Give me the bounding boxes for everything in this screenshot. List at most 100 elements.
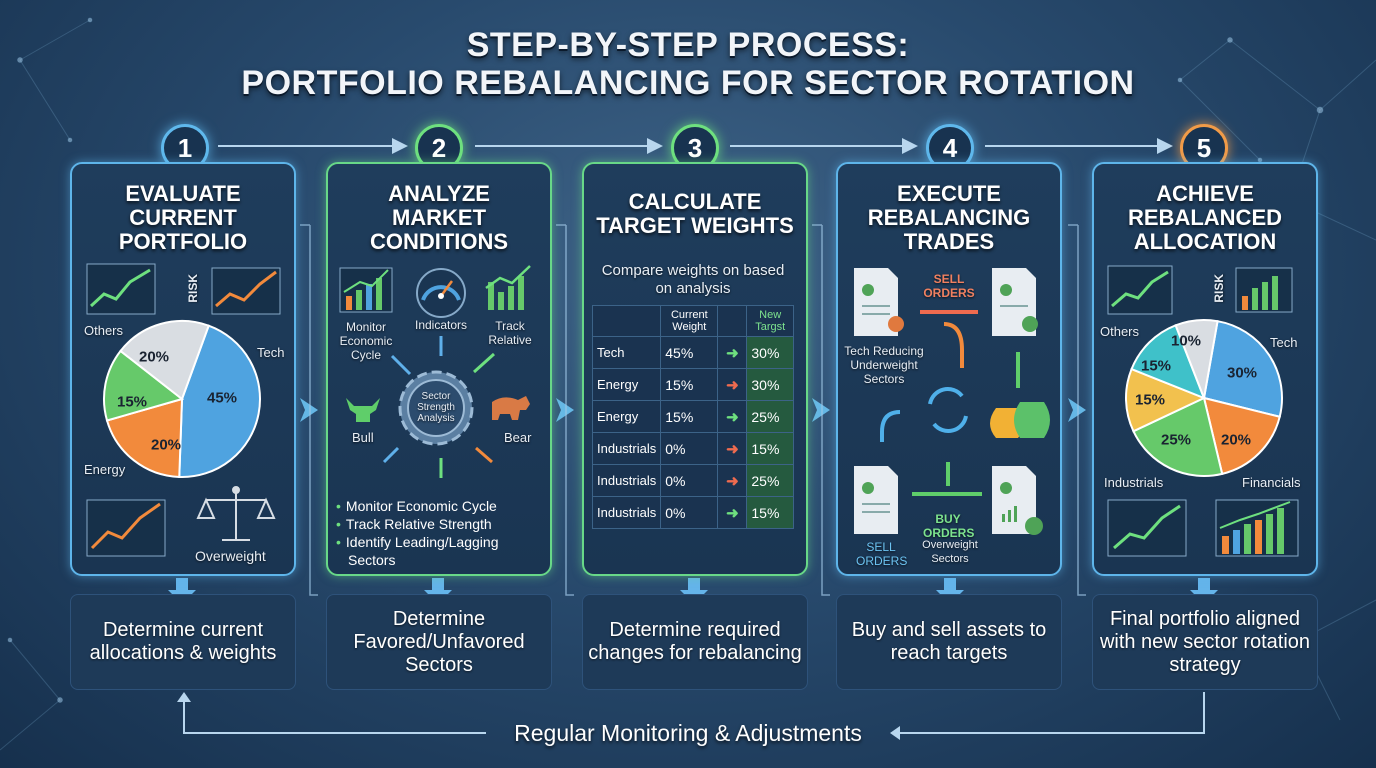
pie-label-tech: Tech (257, 345, 285, 360)
line-chart-icon (1107, 265, 1173, 315)
pie-slice (1132, 396, 1224, 477)
down-arrow-icon (936, 578, 964, 604)
down-arrow-icon (680, 578, 708, 604)
table-header-row: Current Weight New Targst (591, 305, 794, 337)
bull-icon (346, 398, 380, 422)
pie-slice (103, 349, 185, 422)
line-chart-icon (86, 263, 156, 315)
table-header (717, 305, 748, 337)
document-icon (854, 268, 904, 336)
arrow-up-icon: ➜ (717, 496, 748, 529)
table-header: Current Weight (660, 305, 719, 337)
pie-pct-others: 10% (1170, 332, 1202, 350)
step-5-pie-chart (1125, 319, 1283, 477)
growth-chart-icon (485, 265, 531, 310)
label-sector-strength: Sector Strength Analysis (417, 391, 455, 424)
trend-chart-icon (1107, 499, 1187, 557)
pie-pct-energy: 20% (150, 436, 182, 454)
pie-label-others: Others (1100, 324, 1140, 339)
label-buy-orders: BUY ORDERS (923, 512, 975, 540)
pie-pct-yellow: 15% (1134, 391, 1166, 409)
pie-pct-small: 15% (116, 393, 148, 411)
pie-pct-teal: 15% (1140, 357, 1172, 375)
label-indicators: Indicators (414, 318, 468, 332)
pie-label-industrials: Industrials (1104, 475, 1164, 490)
step-3-summary: Determine required changes for rebalanci… (582, 594, 808, 690)
pie-pct-industrials: 25% (1160, 431, 1192, 449)
arrow-icon (382, 446, 400, 464)
pie-pct-others: 20% (138, 348, 170, 366)
pie-label-tech: Tech (1270, 335, 1298, 350)
label-overweight: Overweight (195, 548, 266, 564)
down-arrow-icon (424, 578, 452, 604)
pie-pct-tech: 45% (206, 389, 238, 407)
arrow-down-icon: ➜ (717, 368, 748, 401)
document-icon (992, 466, 1043, 535)
bar-chart-icon (339, 267, 393, 313)
arrow-icon (943, 322, 964, 368)
step-2-badge: 2 (415, 124, 463, 172)
step-1-summary: Determine current allocations & weights (70, 594, 296, 690)
step-3-intro: Compare weights on based on analysis (601, 262, 785, 297)
pie-label-energy: Energy (84, 462, 126, 477)
arrow-icon (880, 410, 901, 442)
step-1-pie-chart (103, 320, 261, 478)
chevron-right-icon (556, 398, 574, 422)
label-track-relative: Track Relative (488, 319, 532, 347)
label-monitor-economic-cycle: Monitor Economic Cycle (339, 320, 393, 362)
down-arrow-icon (1190, 578, 1218, 604)
arrow-icon (472, 352, 496, 374)
risk-chart-icon (211, 267, 281, 315)
pie-slice (1202, 320, 1283, 418)
pie-slice (1202, 396, 1281, 476)
gauge-icon (416, 268, 466, 318)
pie-slice (178, 324, 261, 478)
chevron-right-icon (1068, 398, 1086, 422)
label-sell-orders-top: SELL ORDERS (923, 272, 975, 300)
table-header: New Targst (746, 305, 794, 337)
pie-slice (1130, 324, 1206, 400)
arrow-icon (475, 446, 493, 464)
down-arrow-icon (168, 578, 196, 604)
pie-slice (119, 320, 210, 401)
bear-icon (492, 396, 530, 420)
chevron-right-icon (812, 398, 830, 422)
bullet-item: •Track Relative Strength (336, 516, 492, 532)
bar-chart-icon (1215, 499, 1299, 557)
step-5-summary: Final portfolio aligned with new sector … (1092, 594, 1318, 690)
feedback-loop-left (183, 700, 486, 734)
arrow-down-icon: ➜ (717, 432, 748, 465)
feedback-loop-right (900, 692, 1205, 734)
arrow-up-icon: ➜ (717, 336, 748, 369)
document-icon (854, 466, 898, 534)
page-title-line1: STEP-BY-STEP PROCESS: (466, 26, 910, 64)
risk-label: RISK (1212, 274, 1226, 303)
pie-pct-tech: 30% (1226, 364, 1258, 382)
feedback-loop-label: Regular Monitoring & Adjustments (514, 720, 862, 746)
trend-chart-icon (86, 499, 166, 557)
swap-icon (928, 387, 968, 433)
gear-icon (398, 370, 474, 446)
document-icon (992, 268, 1038, 336)
step-2-summary: Determine Favored/Unfavored Sectors (326, 594, 552, 690)
risk-chart-icon (1235, 267, 1293, 313)
step-4-summary: Buy and sell assets to reach targets (836, 594, 1062, 690)
label-tech-reducing: Tech Reducing Underweight Sectors (844, 344, 924, 386)
bullet-item: Sectors (348, 552, 396, 568)
step-2-bullets: •Monitor Economic Cycle •Track Relative … (336, 497, 498, 569)
feedback-arrow-left (890, 726, 900, 740)
